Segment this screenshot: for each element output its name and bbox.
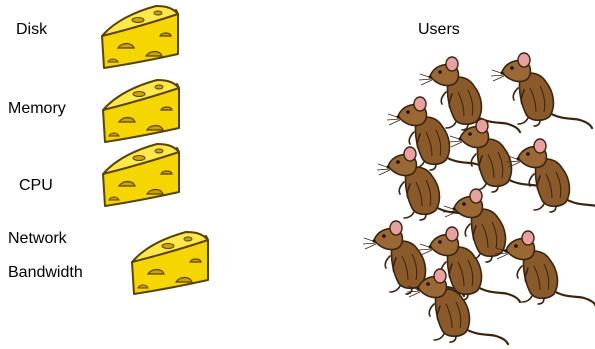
cheese-icon-network (131, 231, 209, 295)
users-label: Users (418, 21, 460, 38)
mouse-icon (505, 137, 595, 216)
resource-label-disk: Disk (16, 21, 48, 38)
resource-label-memory: Memory (8, 100, 66, 117)
resource-label-network: Network (8, 230, 67, 247)
cheese-icon-disk (101, 5, 179, 69)
mouse-icon (489, 51, 594, 130)
cheese-icon-cpu (102, 143, 180, 207)
resource-label-cpu: CPU (19, 177, 53, 194)
resource-label-bandwidth: Bandwidth (8, 264, 83, 281)
cheese-icon-memory (102, 79, 180, 143)
